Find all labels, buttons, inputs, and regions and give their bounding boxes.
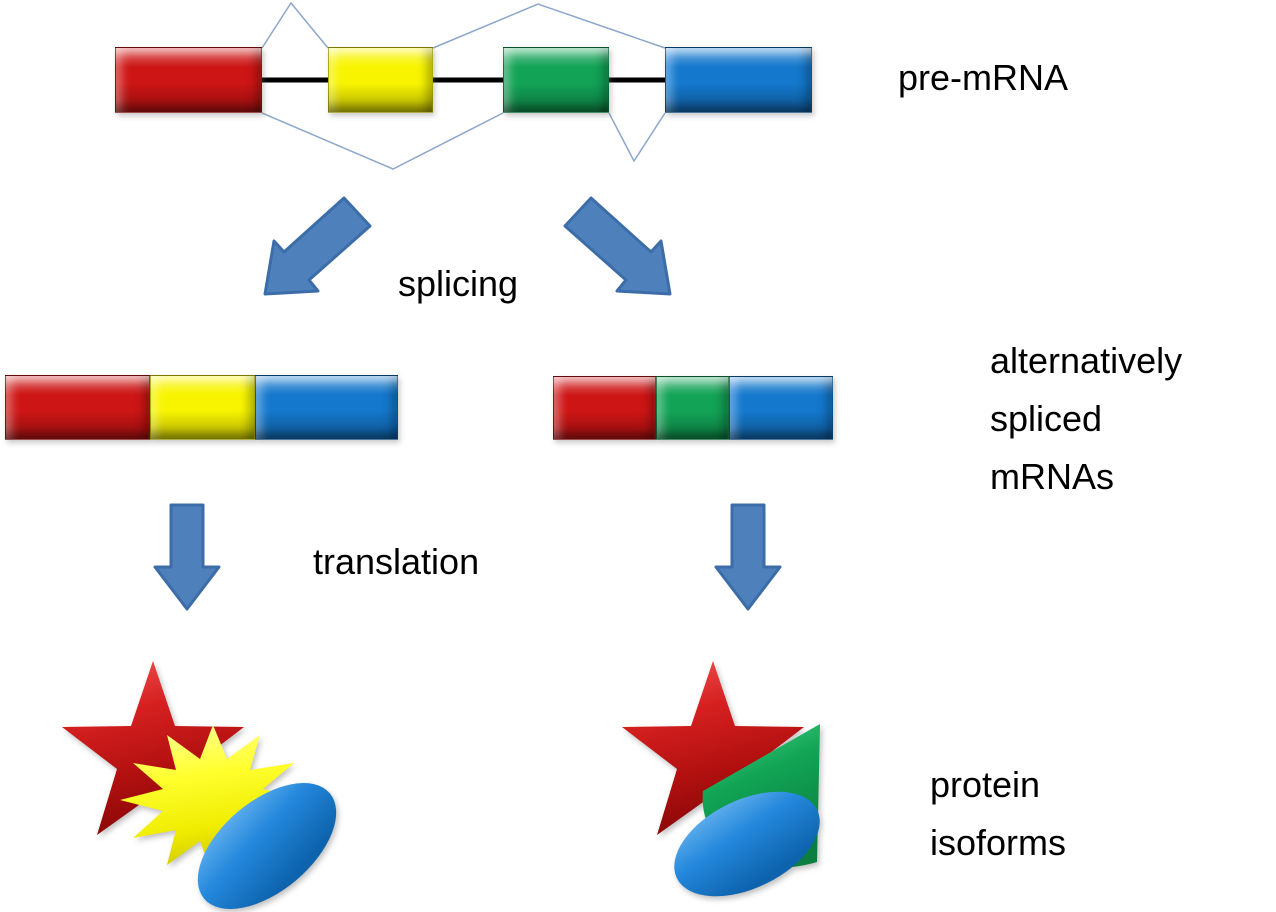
protein-isoform-1 [62,661,337,909]
alt-label-line-1: alternatively [990,340,1183,381]
splice-path-above-1 [261,1,329,49]
red-star-shape [62,661,244,835]
pre-mrna-exon-red [115,47,262,113]
protein-isoform-2 [622,661,820,897]
blue-ellipse-shape [197,783,337,909]
splicing-arrow-left [263,196,372,296]
translation-label: translation [313,541,480,582]
splice-path-below-1 [261,112,504,170]
splicing-arrow-right [563,196,672,296]
yellow-burst-shape [120,725,306,875]
splicing-label: splicing [398,263,519,304]
alternatively-spliced-mrnas-label: alternatively spliced mRNAs [990,332,1182,506]
splice-path-below-2 [608,112,666,163]
mrna1-exon-yellow [150,375,255,440]
alt-label-line-2: spliced [990,398,1103,439]
translation-arrow-left [153,503,221,611]
pre-mrna-exon-yellow [328,47,433,113]
protein-label-line-2: isoforms [930,822,1067,863]
splice-path-above-2 [432,3,666,49]
mrna2-exon-red [553,376,656,440]
pre-mrna-label: pre-mRNA [898,57,1069,98]
protein-label-line-1: protein [930,764,1041,805]
mrna1-exon-blue [255,375,398,440]
blue-ellipse-shape [674,791,820,897]
pre-mrna-exon-blue [665,47,812,113]
pre-mrna-exon-green [503,47,609,113]
mrna2-exon-green [656,376,729,440]
translation-arrow-right [714,503,782,611]
protein-isoforms-label: protein isoforms [930,756,1066,872]
alt-label-line-3: mRNAs [990,456,1114,497]
red-star-shape [622,661,804,835]
mrna2-exon-blue [729,376,833,440]
mrna1-exon-red [5,375,150,440]
